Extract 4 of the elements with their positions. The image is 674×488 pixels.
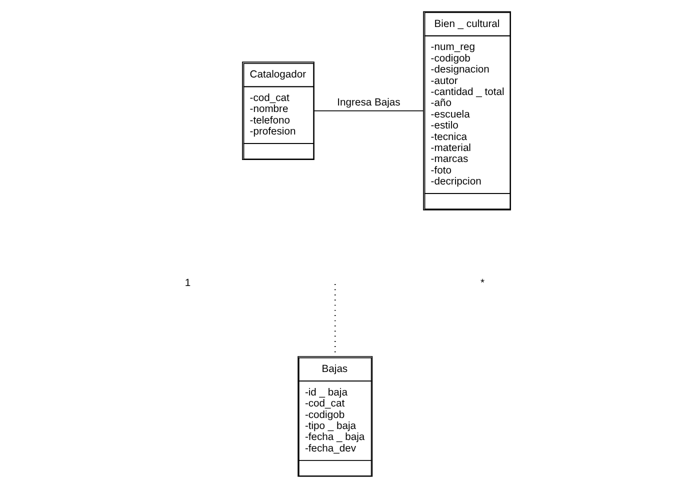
label: * xyxy=(480,278,484,289)
connector xyxy=(313,110,424,112)
edge-label: Ingresa Bajas xyxy=(336,97,400,108)
label: 1 xyxy=(184,278,190,289)
